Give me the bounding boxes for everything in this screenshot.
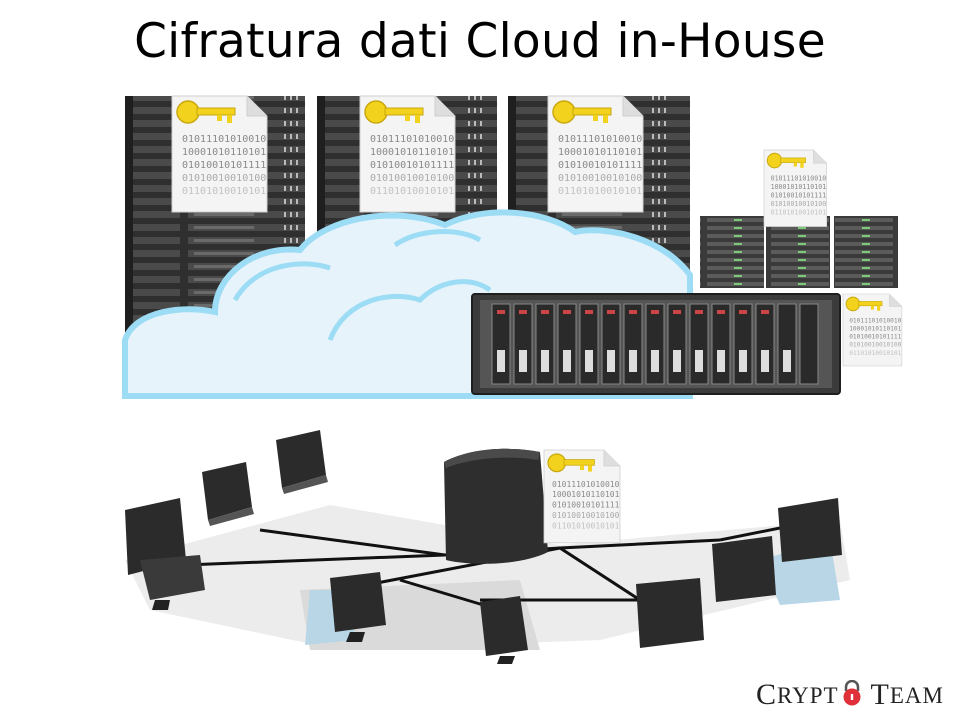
workstation-1 [276, 430, 328, 494]
storage-array [471, 293, 841, 395]
logo-initial-t: T [870, 678, 890, 711]
key-document-3 [547, 95, 644, 213]
logo-text-eam: EAM [889, 682, 944, 708]
workstation-2 [202, 462, 254, 526]
slide-title: Cifratura dati Cloud in-House [134, 14, 826, 69]
crypto-team-logo: C RYPT T EAM [756, 680, 944, 710]
small-rack-units [700, 216, 898, 288]
workstation-7 [712, 536, 776, 602]
key-document-5 [842, 293, 903, 367]
workstation-4 [330, 572, 386, 642]
workstation-3 [125, 498, 205, 610]
key-document-2 [359, 95, 456, 213]
central-server-tower [444, 448, 548, 564]
workstation-6 [636, 578, 704, 648]
key-document-1 [171, 95, 268, 213]
logo-text-rypt: RYPT [777, 682, 839, 708]
workstation-8 [778, 498, 842, 562]
key-document-6 [543, 449, 621, 544]
padlock-icon [843, 680, 861, 706]
key-document-4 [763, 149, 828, 228]
workstation-5 [480, 596, 528, 664]
logo-initial-c: C [756, 678, 778, 711]
